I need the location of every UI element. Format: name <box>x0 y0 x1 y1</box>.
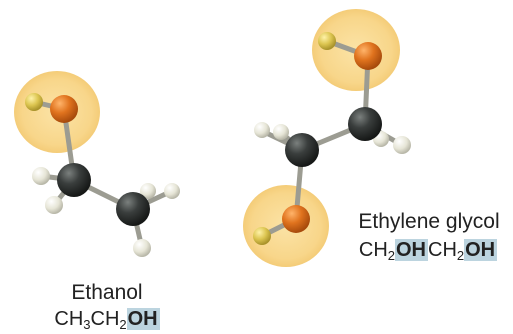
ethanol-hydrogen <box>133 239 151 257</box>
hydroxyl-group: OH <box>464 239 498 261</box>
ethanol-oxygen <box>50 95 78 123</box>
ethanol-formula: CH3CH2OH <box>22 306 192 332</box>
formula-part: CH <box>90 308 120 330</box>
ethanol-model <box>14 71 180 257</box>
formula-subscript: 2 <box>387 248 395 263</box>
ethanol-carbon <box>57 163 91 197</box>
glycol-hydrogen <box>393 136 411 154</box>
glycol-hydrogen <box>273 124 289 140</box>
formula-part: CH <box>54 308 84 330</box>
ethanol-hydrogen <box>32 167 50 185</box>
ethanol-hydrogen <box>164 183 180 199</box>
hydroxyl-group: OH <box>395 239 428 261</box>
glycol-hydrogen <box>254 122 270 138</box>
glycol-oxygen-bottom <box>282 205 310 233</box>
formula-part: CH <box>358 239 388 261</box>
hydroxyl-group: OH <box>126 308 160 330</box>
glycol-hydrogen-oh-top <box>318 32 336 50</box>
glycol-carbon-right <box>348 107 382 141</box>
formula-subscript: 2 <box>456 248 465 263</box>
ethylene-glycol-name: Ethylene glycol <box>358 210 500 233</box>
formula-subscript: 3 <box>83 317 91 332</box>
formula-subscript: 2 <box>119 317 127 332</box>
glycol-carbon-left <box>285 133 319 167</box>
ethanol-name: Ethanol <box>71 281 143 304</box>
ethylene-glycol-model <box>243 9 411 267</box>
formula-part: CH <box>428 239 457 261</box>
ethanol-hydrogen <box>45 196 63 214</box>
ethanol-carbon <box>116 192 150 226</box>
glycol-oxygen-top <box>354 42 382 70</box>
ethanol-hydrogen-oh <box>25 93 43 111</box>
glycol-hydrogen-oh-bottom <box>253 227 271 245</box>
ethanol-hydrogen <box>140 183 156 199</box>
